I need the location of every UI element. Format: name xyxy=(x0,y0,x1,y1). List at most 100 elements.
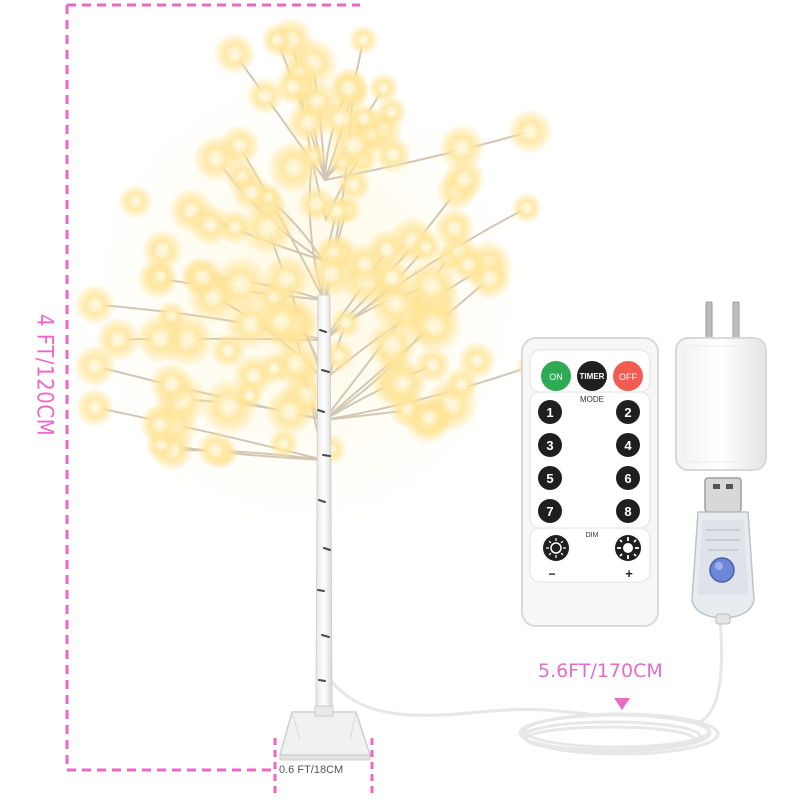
light-sparkle xyxy=(155,243,170,258)
number-button-2[interactable]: 2 xyxy=(616,400,640,424)
light-sparkle xyxy=(441,395,461,415)
number-button-label: 4 xyxy=(624,438,632,453)
cable-arrow xyxy=(614,698,630,710)
height-dimension xyxy=(65,3,360,772)
light-sparkle xyxy=(383,336,402,354)
light-sparkle xyxy=(470,354,484,368)
light-sparkle xyxy=(183,202,200,219)
light-sparkle xyxy=(278,270,295,288)
light-sparkle xyxy=(222,344,235,357)
light-sparkle xyxy=(163,376,179,392)
light-sparkle xyxy=(358,34,369,46)
light-sparkle xyxy=(231,274,251,295)
light-sparkle xyxy=(422,410,436,425)
light-sparkle xyxy=(87,297,103,312)
number-button-1[interactable]: 1 xyxy=(538,400,562,424)
light-sparkle xyxy=(420,241,432,253)
timer-button-label: TIMER xyxy=(580,372,605,381)
light-sparkle xyxy=(462,258,475,271)
tree-base xyxy=(279,705,372,761)
light-sparkle xyxy=(386,106,397,118)
light-sparkle xyxy=(378,82,389,94)
number-button-3[interactable]: 3 xyxy=(538,433,562,457)
minus-label: − xyxy=(548,567,555,581)
light-sparkle xyxy=(426,358,440,372)
number-button-label: 3 xyxy=(546,438,553,453)
number-button-8[interactable]: 8 xyxy=(616,499,640,523)
number-button-6[interactable]: 6 xyxy=(616,466,640,490)
light-sparkle xyxy=(268,362,280,374)
light-sparkle xyxy=(219,396,239,417)
dim-down-button[interactable] xyxy=(543,535,569,561)
light-sparkle xyxy=(228,221,241,234)
light-sparkle xyxy=(87,358,103,374)
light-sparkle xyxy=(241,315,260,333)
light-sparkle xyxy=(151,329,169,347)
tree-trunk xyxy=(315,294,333,713)
light-sparkle xyxy=(455,378,468,391)
light-sparkle xyxy=(384,270,399,285)
light-sparkle xyxy=(258,219,278,238)
tree-lights xyxy=(73,16,553,472)
light-sparkle xyxy=(341,80,356,96)
dim-label: DIM xyxy=(586,532,599,539)
light-sparkle xyxy=(447,220,462,236)
dim-up-button[interactable] xyxy=(615,535,641,561)
light-sparkle xyxy=(394,374,412,392)
number-button-label: 8 xyxy=(624,504,631,519)
off-button-label: OFF xyxy=(619,372,637,382)
light-sparkle xyxy=(456,171,472,187)
plus-label: + xyxy=(625,566,633,581)
light-sparkle xyxy=(208,443,222,457)
light-sparkle xyxy=(300,114,316,130)
light-sparkle xyxy=(333,111,349,127)
number-button-4[interactable]: 4 xyxy=(616,433,640,457)
light-sparkle xyxy=(244,185,259,200)
timer-button[interactable]: TIMER xyxy=(577,361,607,391)
light-sparkle xyxy=(281,402,299,420)
on-button[interactable]: ON xyxy=(541,361,571,391)
light-sparkle xyxy=(271,34,283,46)
number-button-5[interactable]: 5 xyxy=(538,466,562,490)
light-sparkle xyxy=(244,390,255,401)
light-sparkle xyxy=(358,113,370,125)
light-sparkle xyxy=(482,270,498,286)
off-button[interactable]: OFF xyxy=(613,361,643,391)
light-sparkle xyxy=(246,368,261,383)
light-sparkle xyxy=(345,136,363,154)
number-button-7[interactable]: 7 xyxy=(538,499,562,523)
light-sparkle xyxy=(272,312,291,331)
base-dimension xyxy=(273,738,374,796)
height-dimension-label: 4 FT/120CM xyxy=(31,313,57,437)
power-cable xyxy=(328,617,724,756)
light-sparkle xyxy=(286,80,300,94)
power-adapter xyxy=(675,301,767,471)
light-sparkle xyxy=(227,46,243,62)
light-sparkle xyxy=(453,139,470,156)
light-sparkle xyxy=(208,150,225,167)
light-sparkle xyxy=(421,276,442,296)
light-sparkle xyxy=(357,256,373,272)
usb-button[interactable] xyxy=(709,557,735,583)
light-sparkle xyxy=(177,330,197,350)
number-button-label: 1 xyxy=(546,405,553,420)
light-sparkle xyxy=(152,417,167,432)
light-sparkle xyxy=(202,217,218,233)
light-sparkle xyxy=(258,89,272,103)
light-sparkle xyxy=(195,269,210,285)
light-sparkle xyxy=(278,438,289,449)
light-sparkle xyxy=(284,158,304,177)
number-button-label: 6 xyxy=(624,471,631,486)
cable-length-label: 5.6FT/170CM xyxy=(538,660,663,682)
usb-controller xyxy=(691,477,755,625)
light-sparkle xyxy=(129,195,142,208)
light-sparkle xyxy=(309,197,323,211)
light-sparkle xyxy=(379,242,395,257)
light-sparkle xyxy=(88,400,102,415)
light-sparkle xyxy=(522,123,538,140)
light-sparkle xyxy=(323,265,340,282)
number-button-label: 2 xyxy=(624,405,631,420)
light-sparkle xyxy=(287,355,305,372)
number-button-label: 5 xyxy=(546,471,553,486)
